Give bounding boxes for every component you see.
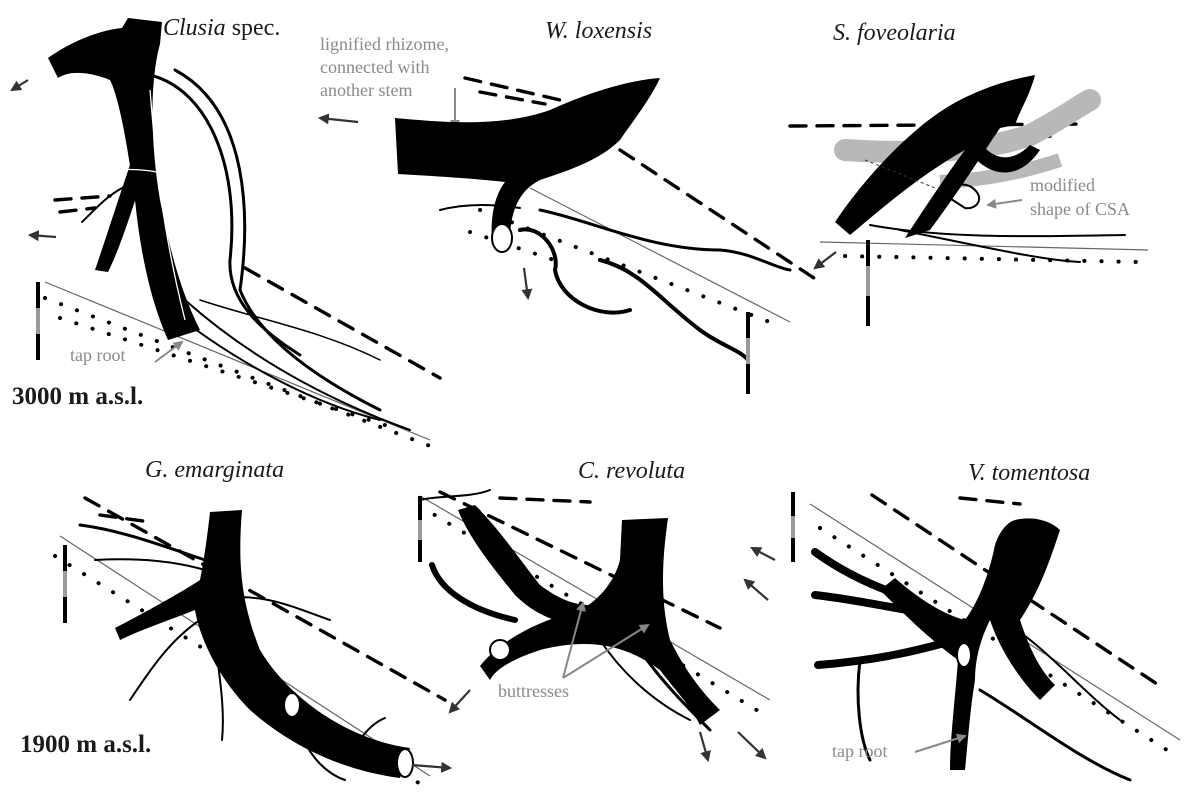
scale-bar-tomentosa: [791, 492, 795, 562]
annotation-arrow: [155, 342, 182, 362]
altitude-label-top: 3000 m a.s.l.: [12, 383, 143, 410]
soil-surface-dashes: [620, 150, 820, 282]
slope-direction-arrow: [738, 732, 765, 758]
trunk-clusia: [48, 18, 200, 340]
annotation-tap-root-tomentosa: tap root: [832, 741, 888, 761]
species-label-clusia: Clusia spec.: [163, 15, 280, 41]
scale-bar-loxensis: [746, 312, 750, 394]
soil-surface-dashes: [60, 208, 95, 212]
soil-dots: [845, 256, 1140, 262]
root: [815, 552, 900, 595]
cut-root-section: [284, 693, 300, 717]
species-label-foveolaria: S. foveolaria: [833, 20, 956, 46]
altitude-label-bottom: 1900 m a.s.l.: [20, 731, 151, 758]
scale-bar-emarginata: [63, 545, 67, 623]
slope-direction-arrow: [320, 118, 358, 122]
slope-direction-arrow: [30, 235, 56, 237]
cut-root-section: [957, 643, 971, 667]
rhizome-loxensis: [395, 78, 660, 245]
panel-revoluta: C. revoluta buttresses: [418, 458, 775, 760]
root: [130, 620, 200, 700]
annotation-csa-line1: modified: [1030, 175, 1095, 195]
slope-direction-arrow: [524, 268, 528, 298]
slope-direction-arrow: [745, 580, 768, 600]
soil-surface-dashes: [960, 498, 1020, 504]
soil-dots: [470, 232, 560, 262]
slope-direction-arrow: [752, 548, 775, 560]
annotation-rhizome-line3: another stem: [320, 80, 412, 100]
panel-emarginata: G. emarginata 1900 m a.s.l.: [20, 457, 470, 790]
root: [95, 559, 205, 570]
annotation-rhizome-line1: lignified rhizome,: [320, 34, 449, 54]
cut-root-section: [492, 224, 512, 252]
root: [520, 229, 630, 312]
root: [540, 210, 790, 270]
scale-bar-clusia: [36, 282, 40, 360]
soil-dots: [45, 298, 430, 446]
soil-surface-dashes: [480, 92, 545, 104]
scale-bar-foveolaria: [866, 240, 870, 326]
soil-surface-dashes: [55, 196, 110, 200]
species-label-tomentosa: V. tomentosa: [968, 460, 1090, 486]
panel-tomentosa: V. tomentosa tap root: [791, 460, 1180, 780]
soil-surface-dashes: [500, 498, 590, 502]
annotation-arrow: [988, 200, 1022, 205]
trunk-emarginata: [115, 510, 410, 778]
cut-root-section: [397, 749, 413, 777]
scale-bar-revoluta: [418, 496, 422, 562]
soil-surface-dashes: [245, 268, 440, 378]
panel-foveolaria: S. foveolaria modified shape of CSA: [790, 20, 1148, 326]
species-label-emarginata: G. emarginata: [145, 457, 284, 483]
slope-direction-arrow: [450, 690, 470, 712]
annotation-rhizome-line2: connected with: [320, 57, 429, 77]
slope-direction-arrow: [700, 732, 708, 760]
soil-surface-dashes: [100, 515, 150, 522]
root: [980, 690, 1130, 780]
cut-root-section: [490, 640, 510, 660]
species-label-loxensis: W. loxensis: [545, 18, 652, 44]
slope-direction-arrow: [12, 80, 28, 90]
annotation-tap-root-clusia: tap root: [70, 345, 126, 365]
trunk-tomentosa: [880, 518, 1060, 770]
annotation-csa-line2: shape of CSA: [1030, 199, 1130, 219]
species-label-revoluta: C. revoluta: [578, 458, 685, 484]
root: [818, 640, 955, 665]
panel-loxensis: W. loxensis lignified rhizome, connected…: [320, 18, 820, 394]
slope-direction-arrow: [815, 252, 836, 268]
annotation-buttresses: buttresses: [498, 681, 569, 701]
